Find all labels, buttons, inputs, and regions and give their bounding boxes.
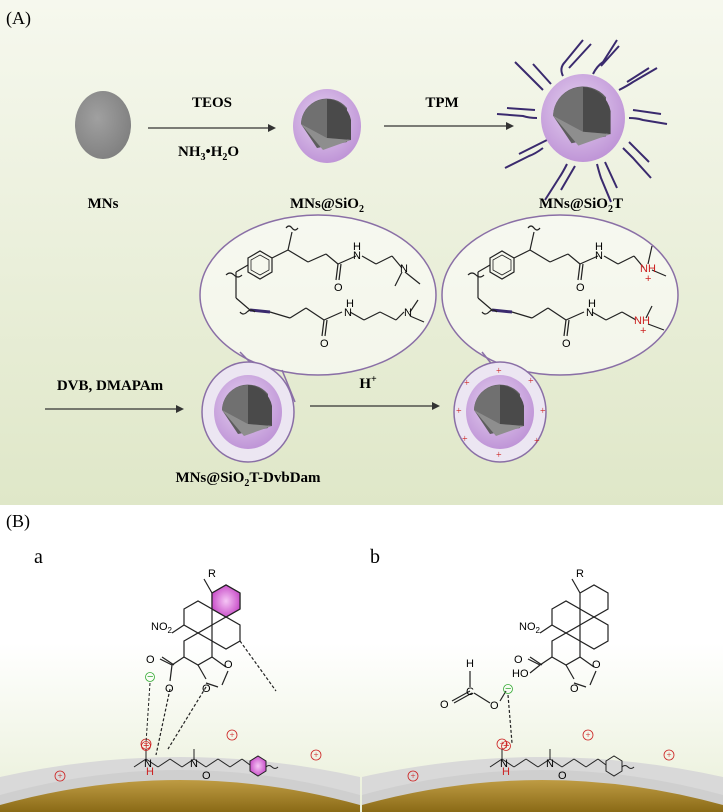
svg-text:H: H xyxy=(595,241,603,253)
mns-sio2t-particle xyxy=(496,39,668,203)
svg-text:O: O xyxy=(570,683,579,695)
svg-text:O: O xyxy=(224,659,233,671)
svg-text:+: + xyxy=(503,740,509,752)
svg-text:+: + xyxy=(666,750,671,760)
arrow-dvb-head xyxy=(176,405,184,413)
svg-text:O: O xyxy=(440,699,449,711)
svg-text:−: − xyxy=(147,671,153,683)
svg-text:NO2: NO2 xyxy=(519,621,541,635)
svg-text:O: O xyxy=(202,683,211,695)
svg-text:H: H xyxy=(346,298,354,310)
mns-sio2t-dvbdam-particle xyxy=(201,361,295,463)
svg-text:N: N xyxy=(190,758,198,770)
subpanel-b-label: b xyxy=(370,546,380,568)
svg-text:+: + xyxy=(143,739,148,749)
svg-text:+: + xyxy=(229,730,234,740)
nh3-h2o-label: NH3•H2O xyxy=(178,144,239,163)
mns-sio2-label: MNs@SiO2 xyxy=(290,196,364,215)
svg-text:H: H xyxy=(502,766,510,778)
svg-text:N: N xyxy=(144,758,152,770)
panel-b: (B) a b + + + + xyxy=(0,505,723,812)
svg-text:+: + xyxy=(464,378,470,389)
svg-text:N: N xyxy=(344,307,352,319)
svg-text:N: N xyxy=(400,263,408,275)
arrow-h-plus-head xyxy=(432,402,440,410)
tpm-label: TPM xyxy=(425,95,458,111)
svg-text:+: + xyxy=(410,771,415,781)
svg-text:O: O xyxy=(165,683,174,695)
positive-charges: + + + + + + + + xyxy=(456,366,546,461)
arrow-teos-head xyxy=(268,124,276,132)
svg-text:O: O xyxy=(490,700,499,712)
subpanel-a-label: a xyxy=(34,546,43,568)
svg-text:H: H xyxy=(353,241,361,253)
svg-text:+: + xyxy=(585,730,590,740)
linker-a: + N H N O xyxy=(133,740,279,782)
mns-sio2-particle xyxy=(293,89,361,163)
svg-text:O: O xyxy=(592,659,601,671)
svg-text:H: H xyxy=(146,766,154,778)
surface-a xyxy=(0,757,360,812)
svg-text:N: N xyxy=(586,307,594,319)
svg-text:R: R xyxy=(576,568,584,580)
protonated-particle: + + + + + + + + xyxy=(453,361,547,463)
svg-text:+: + xyxy=(540,406,546,417)
svg-text:N: N xyxy=(353,250,361,262)
svg-text:O: O xyxy=(576,282,585,294)
svg-text:NO2: NO2 xyxy=(151,621,173,635)
svg-text:O: O xyxy=(562,338,571,350)
h-plus-label: H+ xyxy=(359,374,377,392)
arrow-tpm-head xyxy=(506,122,514,130)
aristolochic-acid-b: R NO2 O HO O O H C O O − xyxy=(440,568,609,744)
teos-label: TEOS xyxy=(192,95,232,111)
svg-text:+: + xyxy=(57,771,62,781)
svg-text:H: H xyxy=(588,298,596,310)
zoom-bubble-1: N H O N N H O N xyxy=(199,214,437,403)
svg-text:N: N xyxy=(546,758,554,770)
svg-text:+: + xyxy=(462,434,468,445)
panel-b-label: (B) xyxy=(6,511,30,532)
svg-text:O: O xyxy=(320,338,329,350)
svg-text:+: + xyxy=(496,366,502,377)
svg-text:N: N xyxy=(595,250,603,262)
svg-text:+: + xyxy=(534,436,540,447)
svg-text:R: R xyxy=(208,568,216,580)
panel-a: (A) MNs TEOS NH3•H2O MNs@SiO2 TPM xyxy=(0,0,723,505)
dvb-dmapam-label: DVB, DMAPAm xyxy=(57,378,164,394)
aristolochic-acid-a: R NO2 O O O O − xyxy=(145,568,277,756)
svg-text:N: N xyxy=(404,307,412,319)
mns-particle xyxy=(75,91,131,159)
svg-text:O: O xyxy=(146,654,155,666)
svg-text:O: O xyxy=(202,770,211,782)
tpm-chains xyxy=(496,39,668,203)
panel-a-label: (A) xyxy=(6,8,31,29)
svg-text:+: + xyxy=(143,740,149,752)
mns-sio2t-label: MNs@SiO2T xyxy=(539,196,623,215)
svg-text:NH: NH xyxy=(640,263,656,275)
svg-text:N: N xyxy=(500,758,508,770)
surface-b xyxy=(362,757,723,812)
svg-text:HO: HO xyxy=(512,668,529,680)
svg-text:NH: NH xyxy=(634,315,650,327)
mns-label: MNs xyxy=(88,196,119,212)
zoom-bubble-2: N H O NH + N H O NH + xyxy=(441,214,679,403)
linker-b: + N H N O xyxy=(489,740,635,782)
svg-text:C: C xyxy=(466,686,474,698)
svg-text:+: + xyxy=(456,406,462,417)
svg-text:+: + xyxy=(528,376,534,387)
svg-text:H: H xyxy=(466,658,474,670)
mns-sio2t-dvbdam-label: MNs@SiO2T-DvbDam xyxy=(175,470,321,489)
svg-text:+: + xyxy=(313,750,318,760)
svg-text:O: O xyxy=(334,282,343,294)
svg-text:+: + xyxy=(496,450,502,461)
svg-text:O: O xyxy=(558,770,567,782)
svg-text:−: − xyxy=(505,683,511,695)
svg-text:O: O xyxy=(514,654,523,666)
svg-text:+: + xyxy=(640,325,646,337)
svg-text:+: + xyxy=(645,273,651,285)
